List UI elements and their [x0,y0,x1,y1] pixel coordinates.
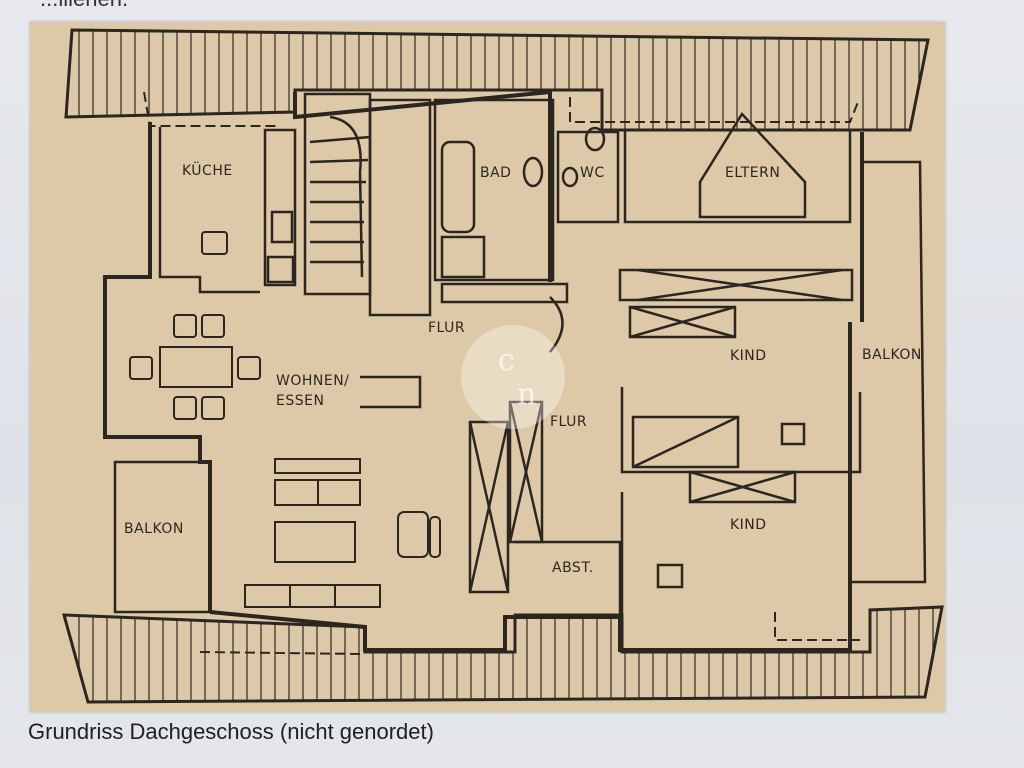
watermark: c n [461,325,565,429]
room-label-kueche: KÜCHE [182,161,233,179]
room-label-flur-lower: FLUR [550,414,587,430]
watermark-bottom: n [517,377,536,412]
room-label-eltern: ELTERN [725,165,780,181]
furniture [129,231,441,608]
room-label-balkon-right: BALKON [862,347,922,363]
room-label-bad: BAD [480,165,511,181]
cropped-text-fragment: ...ilienen. [40,0,128,12]
room-label-flur-upper: FLUR [428,320,465,336]
room-label-abst: ABST. [552,560,594,576]
floor-plan-sheet: c n KÜCHE BAD WC ELTERN FLUR WOHNEN/ ESS… [30,22,945,712]
watermark-top: c [498,343,515,378]
floor-plan: c n KÜCHE BAD WC ELTERN FLUR WOHNEN/ ESS… [62,28,944,704]
room-label-essen: ESSEN [276,393,324,409]
room-label-kind-lower: KIND [730,517,767,533]
plan-caption: Grundriss Dachgeschoss (nicht genordet) [28,719,434,744]
room-label-wc: WC [580,165,605,181]
interior-walls [113,92,927,652]
room-label-kind-upper: KIND [730,348,767,364]
room-label-wohnen: WOHNEN/ [276,373,349,389]
room-label-balkon-left: BALKON [124,521,184,537]
roof-eaves-top [64,28,930,132]
